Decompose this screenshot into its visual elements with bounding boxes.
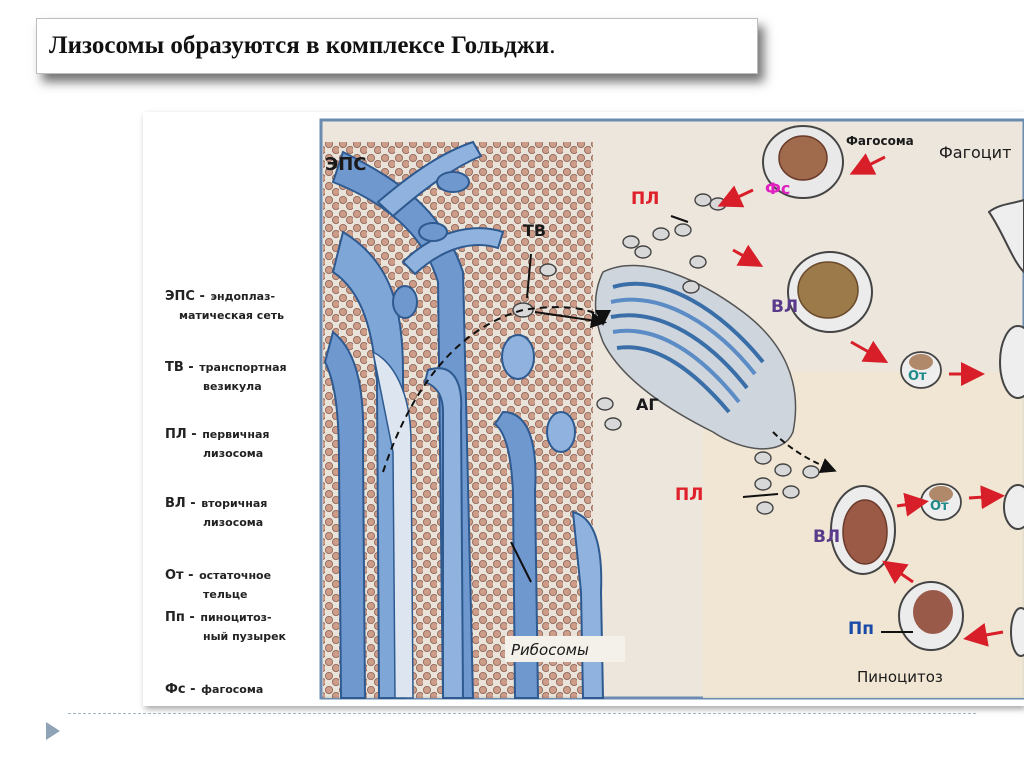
secondary-lysosome-bottom (830, 485, 896, 575)
label-ot-bottom: От (930, 499, 949, 514)
transport-path (382, 306, 611, 473)
phagosome (762, 125, 844, 199)
legend-item: Фс - фагосома (165, 682, 264, 697)
residual-body-top (900, 351, 942, 389)
legend-item: ПЛ - первичная лизосома (165, 427, 270, 460)
red-arrows (717, 153, 1005, 647)
label-ribosomes: Рибосомы (511, 641, 589, 659)
figure-frame: ЭПС ТВ ПЛ ПЛ АГ ВЛ ВЛ От От Фс Пп Фагосо… (143, 112, 1024, 706)
label-phagocyte: Фагоцит (939, 143, 1011, 162)
label-fs: Фс (765, 179, 790, 198)
er-region (323, 140, 605, 699)
legend-item: ТВ - транспортная везикула (165, 360, 287, 393)
label-pl-top: ПЛ (631, 189, 659, 209)
slide-title: Лизосомы образуются в комплексе Гольджи (49, 32, 550, 59)
label-pl-bottom: ПЛ (675, 485, 703, 505)
footer-divider (68, 713, 976, 714)
label-ag: АГ (636, 395, 659, 414)
legend-item: ЭПС - эндоплаз- матическая сеть (165, 289, 285, 322)
legend-item: ВЛ - вторичная лизосома (165, 496, 268, 529)
slide-title-dot: . (549, 32, 556, 59)
legend-item: От - остаточное тельце (165, 568, 272, 601)
label-eps: ЭПС (325, 154, 366, 175)
cell-diagram: ЭПС ТВ ПЛ ПЛ АГ ВЛ ВЛ От От Фс Пп Фагосо… (319, 118, 1024, 700)
legend-item: Пп - пиноцитоз- ный пузырек (165, 610, 286, 643)
label-pinocytosis: Пиноцитоз (857, 668, 943, 686)
label-phagosome: Фагосома (846, 134, 914, 148)
slide-title-box: Лизосомы образуются в комплексе Гольджи. (36, 18, 758, 74)
label-tv: ТВ (523, 221, 546, 240)
ribosomes-label-bg (505, 636, 625, 662)
pointer-lines (510, 215, 913, 633)
pinocytic-vesicle (898, 581, 964, 651)
play-arrow-icon[interactable] (44, 720, 62, 742)
label-ot-top: От (908, 369, 927, 384)
label-vl-top: ВЛ (771, 297, 798, 317)
label-pp: Пп (848, 619, 874, 639)
golgi-apparatus (594, 264, 797, 450)
secondary-lysosome-top (787, 251, 873, 333)
label-vl-bottom: ВЛ (813, 527, 840, 547)
